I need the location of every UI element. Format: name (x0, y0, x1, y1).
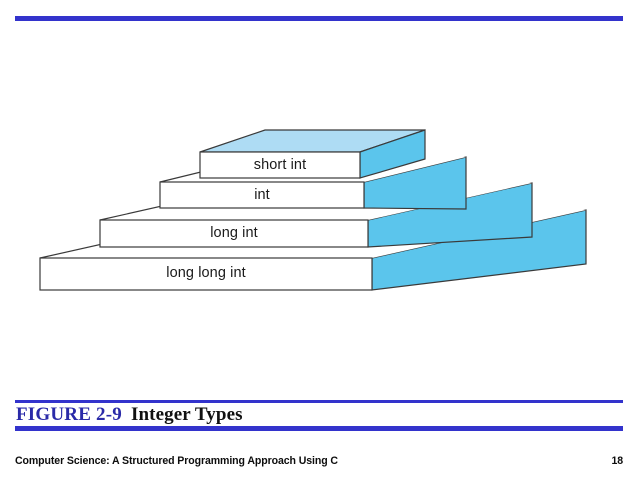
header-rule (15, 16, 623, 21)
slab-front-face-long-long-int (39, 257, 373, 291)
figure-caption: FIGURE 2-9 Integer Types (16, 404, 243, 426)
slab-label-short-int: short int (253, 157, 307, 173)
footer-book-title: Computer Science: A Structured Programmi… (15, 455, 338, 467)
slab-label-long-int: long int (210, 225, 258, 241)
integer-types-diagram (39, 129, 587, 291)
figure-graphic: short int int long int long long int (0, 26, 638, 396)
slab-front-face-long-int (99, 219, 369, 248)
slab-label-int: int (254, 187, 270, 203)
figure-number: FIGURE 2-9 (16, 404, 122, 425)
slab-front-face-int (159, 181, 365, 209)
footer-page-number: 18 (611, 455, 623, 467)
figure-title: Integer Types (130, 404, 243, 425)
caption-rule-top (15, 400, 623, 403)
slab-label-long-long-int: long long int (166, 265, 246, 281)
slab-short-int (199, 129, 426, 179)
slide-footer: Computer Science: A Structured Programmi… (15, 452, 623, 470)
slab-front-face-short-int (199, 151, 361, 179)
caption-rule-bottom (15, 426, 623, 431)
